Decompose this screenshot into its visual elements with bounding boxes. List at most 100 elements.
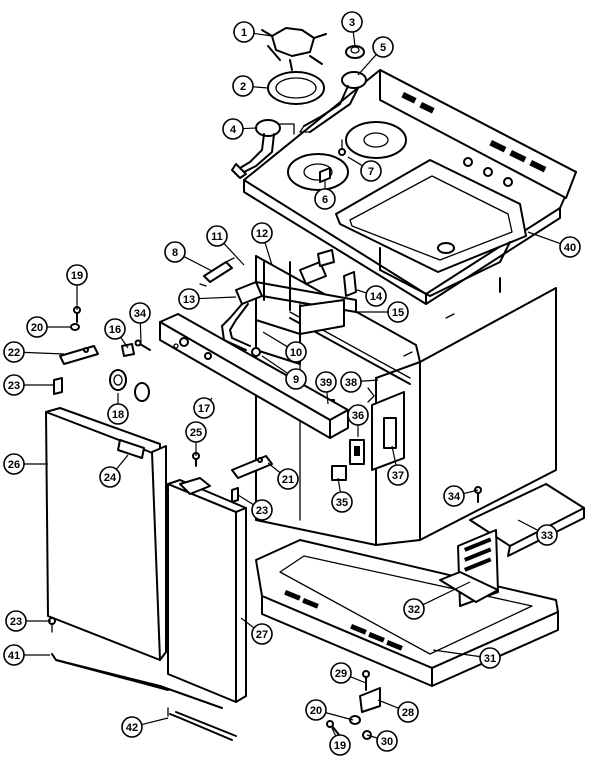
callout-number: 25	[190, 427, 202, 439]
callout-circle	[403, 598, 425, 620]
callout-14: 14	[356, 285, 387, 307]
callout-circle	[206, 225, 228, 247]
leader-line	[139, 322, 142, 344]
callout-3: 3	[341, 11, 363, 47]
callout-37: 37	[387, 445, 409, 486]
leader-line	[115, 454, 129, 470]
callout-circle	[222, 118, 244, 140]
callout-circle	[387, 301, 409, 323]
callout-number: 6	[322, 194, 328, 206]
callout-26: 26	[3, 453, 48, 475]
callout-circle	[99, 466, 121, 488]
callout-circle	[397, 701, 419, 723]
callout-number: 40	[564, 242, 576, 254]
callout-circle	[26, 316, 48, 338]
callout-12: 12	[251, 222, 273, 266]
callout-circle	[5, 610, 27, 632]
callout-number: 32	[408, 604, 420, 616]
callout-number: 1	[241, 27, 247, 39]
callout-number: 38	[345, 377, 357, 389]
callout-circle	[305, 699, 327, 721]
louver-bracket	[439, 529, 499, 607]
callout-number: 36	[352, 410, 364, 422]
callout-42: 42	[121, 716, 169, 738]
control-panel	[109, 313, 349, 439]
leader-line	[377, 699, 399, 709]
callout-circle	[185, 421, 207, 443]
callout-7: 7	[347, 156, 382, 182]
callout-circle	[285, 341, 307, 363]
callout-number: 10	[290, 347, 302, 359]
callout-circle	[331, 491, 353, 513]
burner-parts	[231, 27, 367, 183]
callout-number: 15	[392, 307, 404, 319]
callout-circle	[314, 188, 336, 210]
leader-line	[252, 86, 269, 89]
callout-number: 37	[392, 470, 404, 482]
leader-line	[352, 31, 356, 47]
callout-number: 17	[198, 403, 210, 415]
callout-9: 9	[261, 355, 307, 390]
callout-number: 31	[484, 653, 496, 665]
callout-20: 20	[26, 316, 72, 338]
callout-34: 34	[129, 302, 151, 344]
callout-19: 19	[66, 264, 88, 310]
callout-circle	[479, 647, 501, 669]
leader-line	[463, 489, 479, 495]
callout-38: 38	[340, 371, 379, 393]
callout-36: 36	[347, 404, 369, 437]
callout-10: 10	[262, 331, 307, 363]
callout-23: 23	[5, 610, 51, 632]
callout-circle	[341, 11, 363, 33]
callout-circle	[251, 222, 273, 244]
callout-number: 9	[293, 374, 299, 386]
callout-39: 39	[315, 371, 337, 405]
leader-line	[432, 649, 481, 658]
gas-valve-assembly	[199, 249, 357, 365]
callout-8: 8	[164, 241, 213, 272]
callout-17: 17	[193, 397, 215, 419]
leader-line	[391, 445, 397, 466]
cooktop-sink-top	[243, 69, 577, 305]
callout-circle	[251, 623, 273, 645]
callout-29: 29	[330, 662, 367, 684]
leader-line	[331, 727, 337, 737]
callout-circle	[376, 730, 398, 752]
callout-number: 2	[240, 81, 246, 93]
callout-number: 27	[256, 629, 268, 641]
leader-line	[23, 351, 65, 355]
callout-16: 16	[104, 318, 129, 349]
callout-circle	[66, 264, 88, 286]
callout-circle	[232, 75, 254, 97]
callout-number: 23	[10, 616, 22, 628]
callout-27: 27	[240, 617, 273, 645]
leader-line	[141, 717, 169, 726]
callout-circle	[559, 236, 581, 258]
callout-32: 32	[403, 581, 471, 620]
callout-41: 41	[3, 644, 50, 666]
leader-line	[267, 462, 281, 474]
callout-circle	[340, 371, 362, 393]
callout-number: 41	[8, 650, 20, 662]
callout-28: 28	[377, 699, 419, 723]
callout-4: 4	[222, 118, 257, 140]
leader-line	[183, 256, 213, 272]
callout-number: 34	[134, 308, 147, 320]
callout-number: 33	[541, 530, 553, 542]
leader-line	[240, 617, 255, 629]
callout-19: 19	[329, 727, 351, 756]
callout-number: 26	[8, 459, 20, 471]
callout-20: 20	[305, 699, 354, 721]
callout-30: 30	[366, 730, 398, 752]
callout-number: 11	[211, 231, 223, 243]
callout-23: 23	[237, 494, 273, 521]
callout-13: 13	[178, 288, 237, 310]
callout-number: 7	[368, 166, 374, 178]
callout-18: 18	[107, 393, 129, 425]
callout-number: 5	[380, 42, 386, 54]
callout-circle	[193, 397, 215, 419]
callout-34: 34	[443, 485, 479, 507]
leader-line	[337, 477, 341, 493]
